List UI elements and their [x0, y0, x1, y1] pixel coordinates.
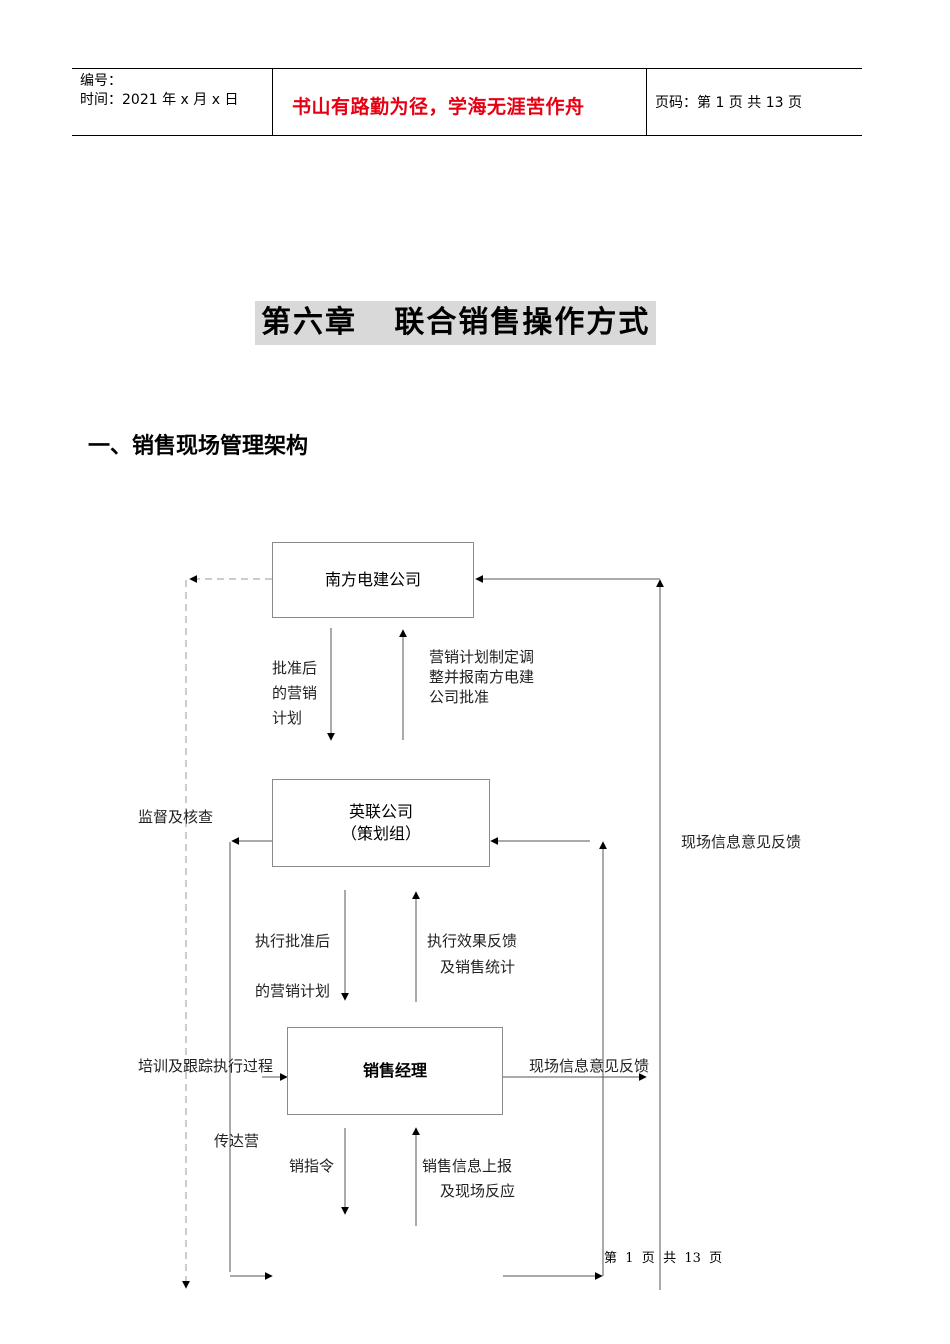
label-supervise: 监督及核查	[138, 808, 214, 826]
node-bottom-label: 销售经理	[362, 1061, 427, 1080]
header-top-rule	[72, 68, 862, 69]
label-effect-feedback-1: 执行效果反馈	[427, 932, 518, 950]
header-page-info: 页码：第 1 页 共 13 页	[655, 95, 802, 111]
node-yinglian-company: 英联公司 （策划组）	[272, 779, 490, 867]
header-bottom-rule	[72, 135, 862, 136]
node-middle-label-2: （策划组）	[340, 824, 421, 843]
node-middle-label-1: 英联公司	[348, 802, 413, 821]
label-training: 培训及跟踪执行过程	[138, 1057, 274, 1075]
label-approved-plan-2: 的营销	[272, 684, 318, 702]
label-convey-2: 销指令	[289, 1157, 335, 1175]
label-site-feedback-right: 现场信息意见反馈	[681, 833, 802, 851]
date-label: 时间：2021 年 x 月 x 日	[80, 92, 239, 108]
footer-page-number: 第 1 页 共 13 页	[604, 1251, 723, 1266]
node-sales-manager: 销售经理	[287, 1027, 503, 1115]
header-date: 时间：2021 年 x 月 x 日	[80, 90, 238, 110]
node-nanfang-company: 南方电建公司	[272, 542, 474, 618]
serial-label: 编号：	[80, 73, 122, 89]
label-approved-plan-1: 批准后	[272, 659, 318, 677]
header-divider-1	[272, 69, 273, 136]
label-plan-adjust-1: 营销计划制定调	[429, 648, 535, 666]
node-top-label: 南方电建公司	[324, 570, 421, 589]
chapter-title: 第六章 联合销售操作方式	[255, 301, 657, 345]
label-plan-adjust-2: 整并报南方电建	[429, 668, 535, 686]
label-plan-adjust-3: 公司批准	[429, 688, 490, 706]
header-divider-2	[646, 69, 647, 136]
label-site-feedback-mid: 现场信息意见反馈	[529, 1057, 650, 1075]
label-approved-plan-3: 计划	[272, 709, 303, 727]
header-motto: 书山有路勤为径，学海无涯苦作舟	[292, 96, 585, 118]
label-convey-1: 传达营	[214, 1132, 260, 1150]
label-sales-report-2: 及现场反应	[440, 1182, 516, 1200]
section-title: 一、销售现场管理架构	[88, 434, 309, 459]
label-effect-feedback-2: 及销售统计	[440, 958, 516, 976]
label-sales-report-1: 销售信息上报	[422, 1157, 513, 1175]
header-serial: 编号：	[80, 71, 122, 91]
label-execute-2: 的营销计划	[255, 982, 331, 1000]
label-execute-1: 执行批准后	[255, 932, 331, 950]
